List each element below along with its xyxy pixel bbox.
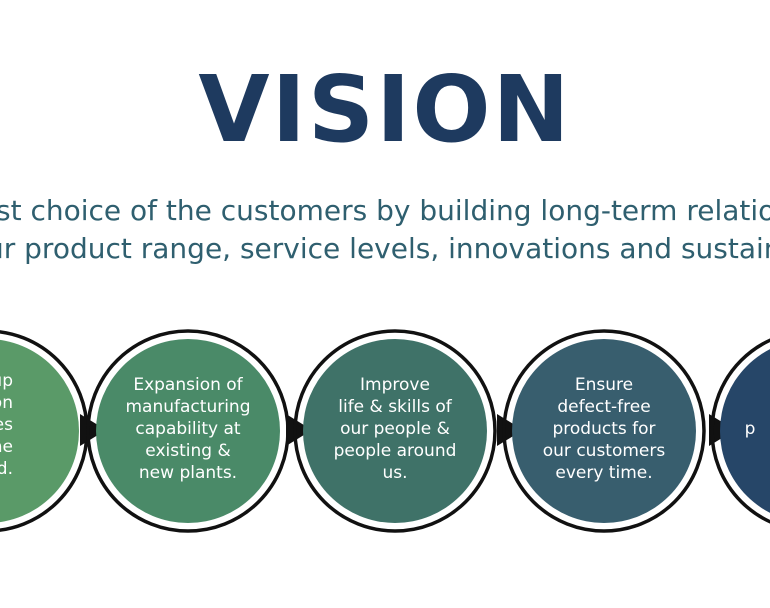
step-1-circle (0, 339, 79, 523)
step-5-node (710, 338, 770, 524)
step-3-ring (293, 329, 497, 533)
step-4-circle (512, 339, 696, 523)
step-3-node (293, 329, 497, 533)
step-4-ring (502, 329, 706, 533)
step-1-label: up tion es the d. (0, 370, 75, 480)
step-5-label: p (744, 419, 756, 439)
step-3-label: Improve life & skills of our people & pe… (333, 375, 457, 483)
vision-statement-line-1: st choice of the customers by building l… (0, 194, 770, 227)
step-4-node (502, 329, 706, 533)
step-1-text: up tion es the d. (0, 371, 13, 479)
step-2-label: Expansion of manufacturing capability at… (125, 375, 251, 483)
arrow-2-3-icon (286, 414, 312, 446)
vision-statement: st choice of the customers by building l… (0, 193, 770, 273)
vision-statement-line-2: ur product range, service levels, innova… (0, 232, 770, 265)
step-4-label: Ensure defect-free products for our cust… (542, 375, 666, 483)
step-2-circle (96, 339, 280, 523)
vision-flow-diagram: up tion es the d. Expansion of manufactu… (0, 310, 770, 550)
flow-graphic (0, 329, 770, 533)
step-5-ring (710, 338, 770, 524)
step-3-circle (303, 339, 487, 523)
step-5-circle (720, 349, 770, 513)
page-title: VISION (198, 56, 572, 163)
